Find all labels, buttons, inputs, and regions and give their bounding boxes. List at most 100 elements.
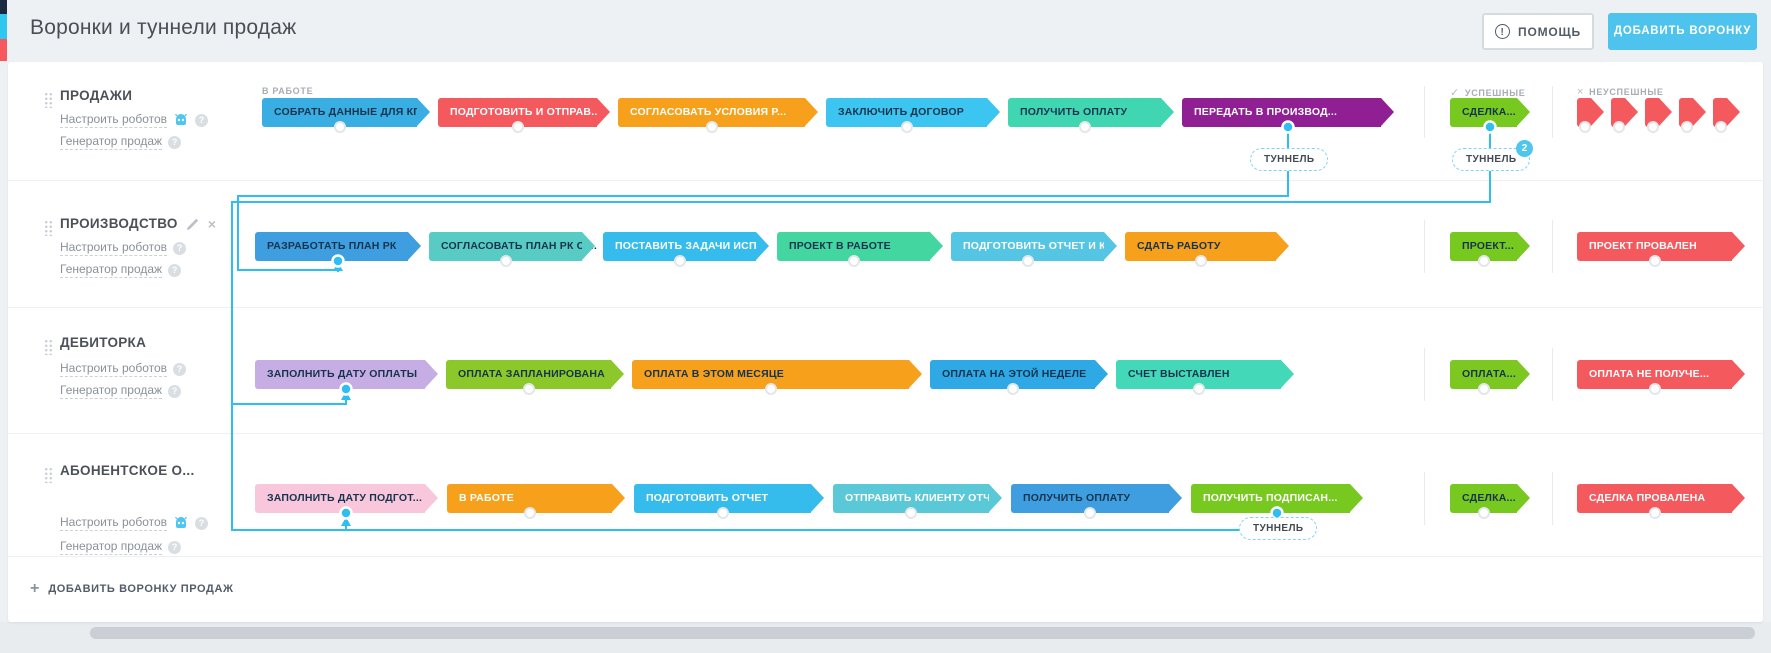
stage-chip[interactable]: ОТПРАВИТЬ КЛИЕНТУ ОТЧ... (833, 484, 1002, 519)
plus-icon: + (30, 580, 40, 597)
zone-divider (1424, 220, 1425, 273)
zone-divider (1424, 348, 1425, 401)
stage-chip[interactable]: СДАТЬ РАБОТУ (1125, 232, 1289, 267)
stage-chip[interactable]: ПОДГОТОВИТЬ ОТЧЕТ И К... (951, 232, 1117, 267)
stage-chip[interactable]: ОПЛАТА НА ЭТОЙ НЕДЕЛЕ (930, 360, 1108, 395)
robot-icon (174, 113, 188, 125)
generator-link-row: Генератор продаж ? (60, 383, 182, 399)
setup-robots-link[interactable]: Настроить роботов (60, 361, 168, 377)
zone-divider (1424, 472, 1425, 525)
generator-link-row: Генератор продаж ? (60, 539, 182, 555)
stage-chip[interactable]: ПОЛУЧИТЬ ОПЛАТУ (1011, 484, 1182, 519)
funnel-title: АБОНЕНТСКОЕ О... (60, 463, 195, 478)
fail-flag-chip[interactable] (1611, 98, 1638, 133)
stage-chip-tunnel-target[interactable]: ЗАПОЛНИТЬ ДАТУ ПОДГОТ... (255, 484, 438, 513)
success-stage-chip[interactable]: ПРОЕКТ... (1450, 232, 1530, 267)
stage-chip-tunnel-target[interactable]: РАЗРАБОТАТЬ ПЛАН РК (255, 232, 421, 261)
funnel-row-sales: ПРОДАЖИ Настроить роботов ? Генератор пр… (8, 62, 1763, 181)
stage-chip[interactable]: ЗАКЛЮЧИТЬ ДОГОВОР (826, 98, 1000, 133)
help-circle-icon[interactable]: ? (195, 516, 209, 530)
edit-icon[interactable] (186, 218, 199, 230)
stage-chip-tunnel-target[interactable]: ЗАПОЛНИТЬ ДАТУ ОПЛАТЫ (255, 360, 438, 389)
fail-stage-chip[interactable]: СДЕЛКА ПРОВАЛЕНА (1577, 484, 1745, 519)
sales-generator-link[interactable]: Генератор продаж (60, 134, 163, 150)
app-edge-stripe (0, 0, 7, 61)
zone-divider (1424, 86, 1425, 138)
success-stage-chip[interactable]: СДЕЛКА... (1450, 484, 1530, 519)
info-icon: ! (1495, 24, 1511, 39)
success-stage-chip[interactable]: ОПЛАТА... (1450, 360, 1530, 395)
tunnel-label[interactable]: ТУННЕЛЬ (1250, 148, 1329, 171)
add-sales-funnel-button[interactable]: + ДОБАВИТЬ ВОРОНКУ ПРОДАЖ (30, 580, 234, 597)
generator-link-row: Генератор продаж ? (60, 262, 182, 278)
stage-chip[interactable]: ОПЛАТА В ЭТОМ МЕСЯЦЕ (632, 360, 922, 395)
stage-chip[interactable]: ПОЛУЧИТЬ ОПЛАТУ (1008, 98, 1174, 133)
robots-link-row: Настроить роботов ? (60, 240, 187, 256)
zone-divider (1552, 472, 1553, 525)
setup-robots-link[interactable]: Настроить роботов (60, 515, 168, 531)
funnel-row-subscription: АБОНЕНТСКОЕ О... Настроить роботов ? Ген… (8, 433, 1763, 557)
stage-list: ЗАПОЛНИТЬ ДАТУ ПОДГОТ... В РАБОТЕ ПОДГОТ… (255, 484, 1363, 519)
fail-stage-chip[interactable]: ПРОЕКТ ПРОВАЛЕН (1577, 232, 1745, 267)
drag-handle-icon[interactable] (44, 339, 53, 355)
stage-chip-tunnel-source[interactable]: ПЕРЕДАТЬ В ПРОИЗВОД... (1182, 98, 1394, 127)
funnel-row-receivables: ДЕБИТОРКА Настроить роботов ? Генератор … (8, 307, 1763, 434)
stage-chip[interactable]: СОБРАТЬ ДАННЫЕ ДЛЯ КП (262, 98, 430, 133)
help-button[interactable]: ! ПОМОЩЬ (1482, 13, 1594, 50)
stage-chip[interactable]: ПОДГОТОВИТЬ ОТЧЕТ (634, 484, 824, 519)
delete-icon[interactable]: × (207, 215, 217, 232)
robots-link-row: Настроить роботов ? (60, 515, 209, 531)
fail-stage-chip[interactable]: ОПЛАТА НЕ ПОЛУЧЕ... (1577, 360, 1745, 395)
horizontal-scrollbar-track (0, 622, 1771, 653)
success-header: ✓ УСПЕШНЫЕ (1450, 87, 1526, 99)
check-icon: ✓ (1450, 87, 1460, 99)
drag-handle-icon[interactable] (44, 92, 53, 108)
funnel-row-production: ПРОИЗВОДСТВО × Настроить роботов ? Генер… (8, 180, 1763, 308)
add-funnel-button[interactable]: ДОБАВИТЬ ВОРОНКУ (1608, 13, 1757, 50)
drag-handle-icon[interactable] (44, 467, 53, 483)
help-circle-icon[interactable]: ? (168, 263, 182, 277)
fail-flag-chip[interactable] (1577, 98, 1604, 133)
stage-chip[interactable]: В РАБОТЕ (447, 484, 625, 519)
setup-robots-link[interactable]: Настроить роботов (60, 240, 168, 256)
stage-chip-tunnel-source[interactable]: ПОЛУЧИТЬ ПОДПИСАН... (1191, 484, 1363, 513)
help-circle-icon[interactable]: ? (168, 135, 182, 149)
tunnel-label[interactable]: ТУННЕЛЬ (1239, 517, 1318, 540)
help-circle-icon[interactable]: ? (173, 241, 187, 255)
fail-header: × НЕУСПЕШНЫЕ (1577, 86, 1664, 98)
stage-chip[interactable]: ПОСТАВИТЬ ЗАДАЧИ ИСП... (603, 232, 769, 267)
stage-chip[interactable]: ОПЛАТА ЗАПЛАНИРОВАНА (446, 360, 624, 395)
stage-chip[interactable]: СЧЕТ ВЫСТАВЛЕН (1116, 360, 1294, 395)
sales-generator-link[interactable]: Генератор продаж (60, 383, 163, 399)
robots-link-row: Настроить роботов ? (60, 361, 187, 377)
stage-chip[interactable]: СОГЛАСОВАТЬ УСЛОВИЯ Р... (618, 98, 818, 133)
robots-link-row: Настроить роботов ? (60, 112, 209, 128)
robot-icon (174, 516, 188, 528)
fail-flag-chip[interactable] (1645, 98, 1672, 133)
cross-icon: × (1577, 86, 1585, 98)
sales-generator-link[interactable]: Генератор продаж (60, 262, 163, 278)
help-circle-icon[interactable]: ? (195, 113, 209, 127)
stage-chip[interactable]: ПРОЕКТ В РАБОТЕ (777, 232, 943, 267)
help-circle-icon[interactable]: ? (173, 362, 187, 376)
fail-flag-chip[interactable] (1679, 98, 1706, 133)
stage-chip[interactable]: СОГЛАСОВАТЬ ПЛАН РК С ... (429, 232, 597, 267)
panel-footer: + ДОБАВИТЬ ВОРОНКУ ПРОДАЖ (8, 556, 1763, 622)
sales-generator-link[interactable]: Генератор продаж (60, 539, 163, 555)
horizontal-scrollbar-thumb[interactable] (90, 627, 1755, 639)
fail-flags (1577, 98, 1740, 133)
in-progress-header: В РАБОТЕ (262, 86, 314, 96)
funnels-panel: ПРОДАЖИ Настроить роботов ? Генератор пр… (8, 62, 1763, 622)
help-circle-icon[interactable]: ? (168, 384, 182, 398)
funnel-title: ПРОДАЖИ (60, 88, 133, 103)
stage-chip[interactable]: ПОДГОТОВИТЬ И ОТПРАВ... (438, 98, 610, 133)
stage-list: СОБРАТЬ ДАННЫЕ ДЛЯ КП ПОДГОТОВИТЬ И ОТПР… (262, 98, 1394, 133)
success-stage-chip[interactable]: СДЕЛКА... (1450, 98, 1530, 127)
drag-handle-icon[interactable] (44, 220, 53, 236)
funnel-title: ДЕБИТОРКА (60, 335, 147, 350)
help-circle-icon[interactable]: ? (168, 540, 182, 554)
help-button-label: ПОМОЩЬ (1518, 24, 1581, 39)
fail-flag-chip[interactable] (1713, 98, 1740, 133)
tunnel-count-badge: 2 (1516, 140, 1533, 157)
setup-robots-link[interactable]: Настроить роботов (60, 112, 168, 128)
